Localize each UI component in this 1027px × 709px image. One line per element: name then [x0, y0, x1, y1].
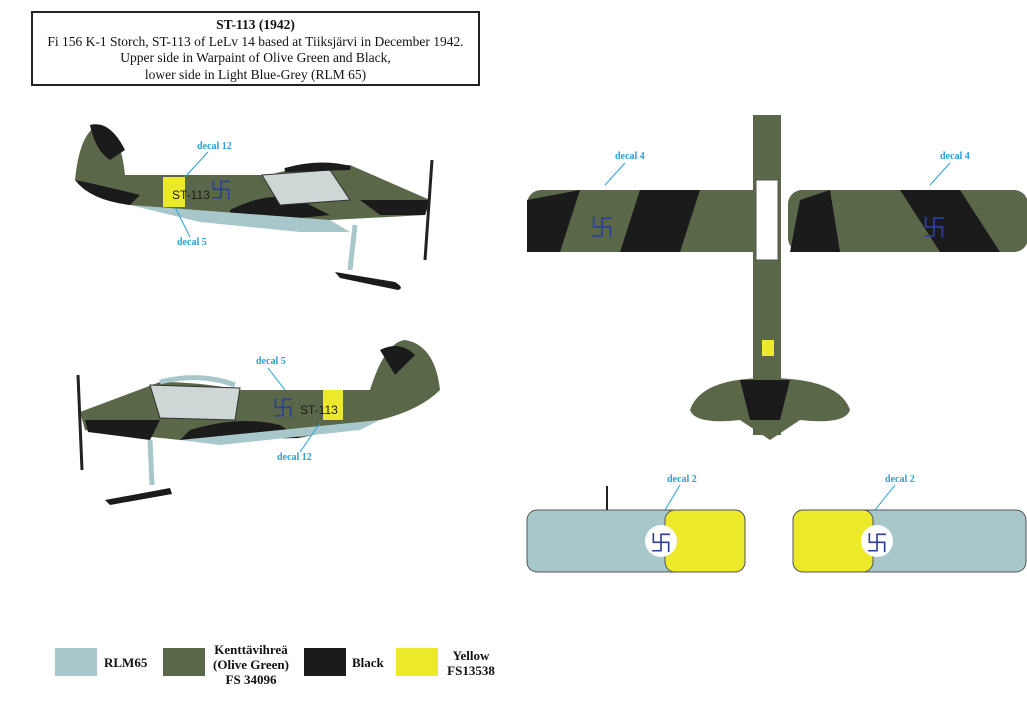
- legend-swatch-black: [304, 648, 346, 676]
- code-left: ST-113: [172, 188, 210, 202]
- svg-text:卐: 卐: [272, 397, 294, 422]
- legend-swatch-olive: [163, 648, 205, 676]
- svg-text:卐: 卐: [590, 214, 614, 242]
- svg-text:卐: 卐: [650, 532, 672, 557]
- decal-leader-lines: [174, 151, 951, 511]
- title-line-2: Upper side in Warpaint of Olive Green an…: [120, 50, 391, 65]
- legend-swatch-rlm65: [55, 648, 97, 676]
- legend-label: Black: [352, 655, 384, 670]
- decal-label: decal 12: [277, 452, 312, 463]
- decal-label: decal 12: [197, 141, 232, 152]
- legend-label-line: Kenttävihreä: [214, 642, 288, 657]
- side-view-left: 卐: [75, 124, 434, 290]
- code-right: ST-113: [300, 403, 338, 417]
- legend-label: RLM65: [104, 655, 148, 670]
- title-line-1: Fi 156 K-1 Storch, ST-113 of LeLv 14 bas…: [47, 33, 464, 49]
- decal-label: decal 4: [615, 151, 645, 162]
- legend-swatch-yellow: [396, 648, 438, 676]
- title-box: ST-113 (1942) Fi 156 K-1 Storch, ST-113 …: [31, 11, 480, 86]
- legend-label: Kenttävihreä (Olive Green) FS 34096: [210, 642, 292, 687]
- title-line-3: lower side in Light Blue-Grey (RLM 65): [144, 66, 367, 82]
- svg-text:卐: 卐: [866, 532, 888, 557]
- legend-label-line: (Olive Green): [213, 657, 289, 672]
- decal-label: decal 5: [256, 356, 286, 367]
- decal-label: decal 2: [885, 474, 915, 485]
- title-heading: ST-113 (1942): [216, 17, 295, 32]
- legend-label-line: FS13538: [447, 663, 495, 678]
- top-view: 卐 卐: [527, 115, 1027, 440]
- side-view-right: 卐: [76, 340, 440, 505]
- decal-label: decal 2: [667, 474, 697, 485]
- decal-label: decal 4: [940, 151, 970, 162]
- legend-label: Yellow FS13538: [444, 648, 498, 678]
- underside-wings: 卐 卐: [526, 486, 1027, 573]
- legend-label-line: Yellow: [452, 648, 490, 663]
- decal-label: decal 5: [177, 237, 207, 248]
- svg-text:卐: 卐: [922, 214, 946, 242]
- legend-label-line: FS 34096: [225, 672, 277, 687]
- svg-text:卐: 卐: [210, 179, 232, 204]
